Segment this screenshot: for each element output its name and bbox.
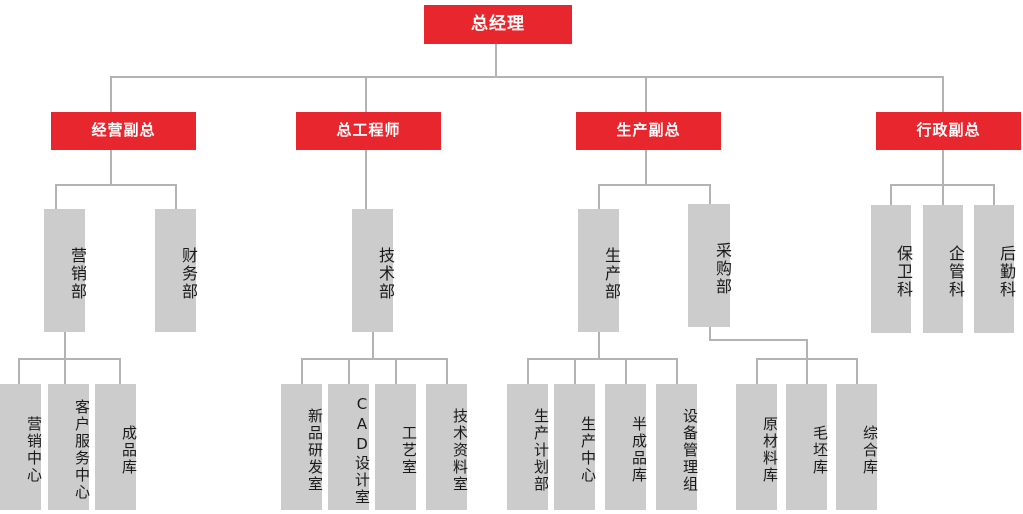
node-label: 生产副总 [616,121,681,140]
connector-l3-marketing-c1 [18,358,20,385]
node-blank-warehouse[interactable]: 毛坯库 [786,384,829,510]
node-marketing-center[interactable]: 营销中心 [0,384,43,510]
connector-l2-4-c3 [993,184,995,206]
node-label: 生产中心 [579,416,597,484]
node-label: 毛坯库 [811,424,829,476]
connector-top-to-l2-1 [110,76,112,112]
connector-l3-marketing-c3 [119,358,121,385]
node-label: 行政副总 [916,121,981,140]
connector-top-to-l2-4 [942,76,944,112]
node-label: 原材料库 [761,416,779,484]
node-finance-dept[interactable]: 财务部 [155,209,198,332]
node-label: 客户服务中心 [73,399,91,501]
node-production-planning-dept[interactable]: 生产计划部 [507,384,550,510]
connector-l3-tech-bus [301,358,447,360]
connector-l2-4-drop [942,150,944,185]
connector-l3-marketing-bus [18,358,121,360]
connector-l3-purch-c2 [806,358,808,385]
connector-l2-3-bus [598,184,710,186]
node-vp-production[interactable]: 生产副总 [576,112,721,150]
connector-top-to-l2-2 [365,76,367,112]
node-label: 经营副总 [91,121,156,140]
connector-l2-1-drop [110,150,112,185]
node-chief-engineer[interactable]: 总工程师 [296,112,441,150]
node-general-warehouse[interactable]: 综合库 [836,384,879,510]
node-label: 保卫科 [894,245,913,299]
node-label: 生产计划部 [532,407,550,493]
node-label: 成品库 [120,424,138,476]
connector-l3-prod-c1 [527,358,529,385]
connector-top-drop [495,43,497,77]
connector-l2-2-drop [365,150,367,210]
node-label: 采购部 [713,241,732,296]
node-label: 半成品库 [630,416,648,484]
node-semi-finished-warehouse[interactable]: 半成品库 [605,384,648,510]
node-label: 营销中心 [25,416,43,484]
node-label: 技术部 [376,246,395,301]
node-label: 营销部 [68,246,87,301]
node-logistics-section[interactable]: 后勤科 [974,205,1016,333]
connector-l3-marketing-drop [64,330,66,359]
node-production-dept[interactable]: 生产部 [578,209,621,332]
connector-top-to-l2-3 [645,76,647,112]
connector-top-bus [110,76,943,78]
node-technical-archives-room[interactable]: 技术资料室 [426,384,469,510]
node-label: 综合库 [861,424,879,476]
connector-l3-tech-c1 [301,358,303,385]
connector-l3-tech-c4 [446,358,448,385]
connector-l3-prod-c4 [676,358,678,385]
node-label: 总工程师 [336,121,401,140]
connector-l3-marketing-c2 [64,358,66,385]
connector-l2-3-c1 [598,184,600,210]
connector-l2-3-c2 [709,184,711,205]
node-label: 总经理 [471,13,525,34]
node-equipment-mgmt-group[interactable]: 设备管理组 [656,384,699,510]
connector-l3-purch-drop2 [806,339,808,359]
connector-l3-prod-c3 [625,358,627,385]
node-new-product-rnd-room[interactable]: 新品研发室 [281,384,324,510]
node-label: 企管科 [946,245,965,299]
connector-l3-prod-c2 [574,358,576,385]
node-label: 新品研发室 [306,407,324,493]
node-process-room[interactable]: 工艺室 [375,384,418,510]
connector-l3-purch-c1 [756,358,758,385]
node-finished-goods-warehouse[interactable]: 成品库 [95,384,138,510]
connector-l3-purch-c3 [856,358,858,385]
connector-l2-4-c2 [942,184,944,206]
connector-l3-purch-drop [709,325,711,340]
node-label: 生产部 [602,246,621,301]
node-label: 后勤科 [997,245,1016,299]
node-label: 工艺室 [400,424,418,476]
connector-l3-tech-drop [372,330,374,359]
node-general-manager[interactable]: 总经理 [424,5,572,44]
node-vp-administration[interactable]: 行政副总 [876,112,1021,150]
connector-l3-prod-bus [527,358,677,360]
node-customer-service-center[interactable]: 客户服务中心 [48,384,91,510]
node-production-center[interactable]: 生产中心 [554,384,597,510]
node-label: CAD设计室 [353,394,371,506]
node-enterprise-mgmt-section[interactable]: 企管科 [923,205,965,333]
node-label: 技术资料室 [451,407,469,493]
node-label: 设备管理组 [681,407,699,493]
connector-l3-purch-jog [709,339,808,341]
connector-l2-3-drop [645,150,647,185]
connector-l3-tech-c2 [348,358,350,385]
connector-l2-4-c1 [890,184,892,206]
node-technology-dept[interactable]: 技术部 [352,209,395,332]
node-raw-material-warehouse[interactable]: 原材料库 [736,384,779,510]
connector-l2-1-c1 [55,184,57,210]
connector-l3-tech-c3 [395,358,397,385]
connector-l2-1-bus [55,184,176,186]
node-purchasing-dept[interactable]: 采购部 [688,204,732,327]
connector-l3-prod-drop [598,330,600,359]
node-security-section[interactable]: 保卫科 [871,205,913,333]
node-marketing-dept[interactable]: 营销部 [44,209,87,332]
node-label: 财务部 [179,246,198,301]
connector-l2-1-c2 [175,184,177,210]
node-vp-operations[interactable]: 经营副总 [51,112,196,150]
node-cad-design-room[interactable]: CAD设计室 [328,384,371,510]
